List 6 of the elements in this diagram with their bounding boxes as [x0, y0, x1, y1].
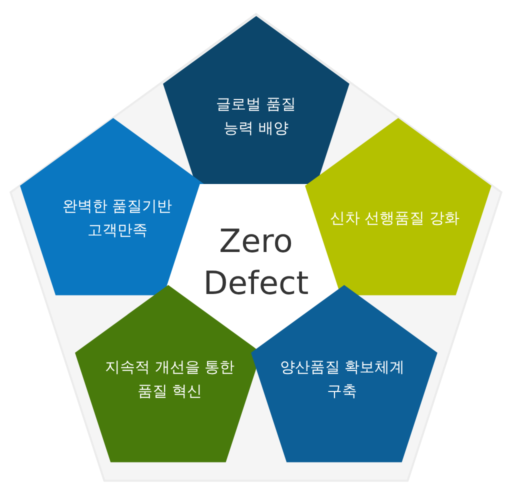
- pentagon-label: 신차 선행품질 강화: [330, 208, 460, 229]
- pentagon-label: 양산품질 확보체계 구축: [278, 357, 406, 402]
- pentagon-label: 글로벌 품질 능력 배양: [215, 94, 297, 139]
- pentagon-label: 지속적 개선을 통한 품질 혁신: [104, 357, 236, 402]
- pentagon-label: 완벽한 품질기반 고객만족: [61, 196, 174, 241]
- center-title: Zero Defect: [202, 220, 310, 304]
